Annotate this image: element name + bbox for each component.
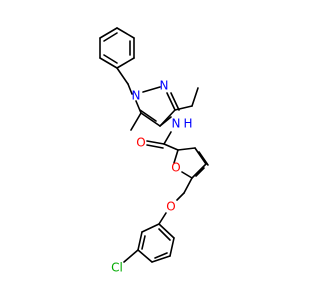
atom-chlorine-label: Cl — [111, 261, 123, 275]
bond — [191, 87, 199, 107]
bond — [176, 192, 185, 201]
bond — [123, 249, 139, 263]
bond — [169, 237, 175, 257]
atom-furan-oxygen-label: O — [171, 161, 180, 175]
bond — [141, 235, 146, 250]
bond — [140, 112, 161, 127]
bond — [139, 109, 157, 122]
bond — [163, 143, 179, 151]
bond — [137, 249, 153, 263]
bond — [198, 151, 209, 166]
bond — [158, 223, 175, 239]
atom-nh-label: N — [172, 117, 181, 131]
bond — [130, 112, 142, 131]
bond — [158, 228, 171, 241]
molecule-diagram: N N N H O O O Cl — [99, 27, 209, 275]
benzyl-ring — [99, 27, 135, 69]
bond — [159, 116, 172, 127]
bond — [142, 86, 161, 93]
bond — [158, 212, 167, 225]
bond — [116, 27, 135, 39]
bond — [170, 92, 180, 111]
furan-ring — [173, 147, 209, 179]
bond — [137, 231, 143, 251]
bond — [191, 163, 207, 179]
bond — [146, 140, 165, 145]
bond — [146, 144, 164, 149]
bond — [194, 147, 207, 165]
bond — [163, 131, 172, 145]
bond — [174, 105, 193, 111]
bond — [166, 92, 176, 111]
bond — [103, 32, 118, 42]
molecule-structure: N N N H O O O Cl — [99, 27, 209, 275]
atom-h-label: H — [183, 117, 192, 131]
bond — [116, 57, 135, 69]
atom-carbonyl-oxygen-label: O — [136, 136, 145, 150]
atom-ether-oxygen-label: O — [166, 200, 175, 214]
atom-n2-label: N — [160, 79, 169, 93]
bond — [173, 149, 179, 164]
bond — [181, 171, 193, 179]
bond — [183, 177, 193, 194]
bond — [103, 54, 118, 64]
bond — [141, 223, 160, 233]
bond — [177, 147, 196, 151]
bond — [116, 67, 129, 85]
atom-n1-label: N — [132, 89, 141, 103]
bond — [151, 255, 171, 263]
chlorophenyl-ring — [137, 223, 175, 263]
bond — [135, 100, 142, 114]
bond — [127, 83, 133, 95]
bond — [195, 167, 205, 177]
bond — [99, 57, 118, 69]
bond — [154, 252, 168, 259]
bond — [99, 27, 118, 39]
